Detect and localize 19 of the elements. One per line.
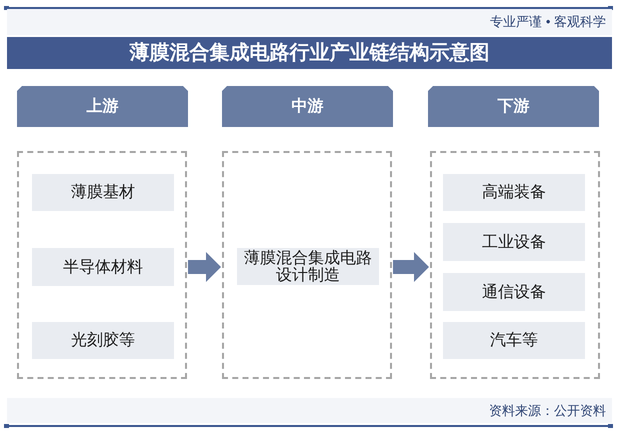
item-box: 薄膜混合集成电路设计制造 xyxy=(237,248,379,285)
dashed-group-box xyxy=(222,151,392,379)
item-box: 工业设备 xyxy=(443,223,585,261)
item-box: 汽车等 xyxy=(443,322,585,359)
arrow xyxy=(393,252,429,282)
stage-header: 下游 xyxy=(428,86,599,127)
item-box: 薄膜基材 xyxy=(32,174,174,211)
dashed-group-box xyxy=(17,151,187,379)
source-note: 资料来源：公开资料 xyxy=(489,402,606,420)
item-box: 通信设备 xyxy=(443,273,585,311)
item-box: 高端装备 xyxy=(443,174,585,211)
item-box: 半导体材料 xyxy=(32,248,174,286)
slogan-text: 专业严谨 • 客观科学 xyxy=(490,13,606,31)
stage-header: 中游 xyxy=(222,86,393,127)
title-bar: 薄膜混合集成电路行业产业链结构示意图 xyxy=(7,37,612,69)
item-box: 光刻胶等 xyxy=(32,322,174,359)
stage-header: 上游 xyxy=(17,86,188,127)
dashed-group-box xyxy=(430,151,600,379)
arrow xyxy=(188,252,221,282)
